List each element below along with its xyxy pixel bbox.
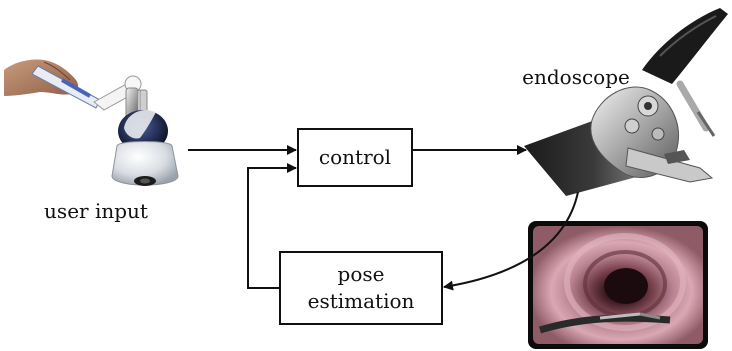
pose-estimation-box <box>279 251 443 325</box>
pose-estimation-label-line1: pose <box>338 262 385 286</box>
arrow-endoscope-to-pose-estimation <box>443 191 579 291</box>
camera-view-image <box>528 221 708 349</box>
arrow-pose-estimation-to-control <box>247 163 297 289</box>
control-box <box>297 128 413 187</box>
endoscope-label: endoscope <box>522 65 630 89</box>
control-label: control <box>319 145 391 169</box>
user-input-label: user input <box>44 199 148 223</box>
endoscope-robot-image <box>524 8 728 196</box>
pose-estimation-label-line2: estimation <box>308 289 415 313</box>
haptic-device-image <box>4 59 179 186</box>
